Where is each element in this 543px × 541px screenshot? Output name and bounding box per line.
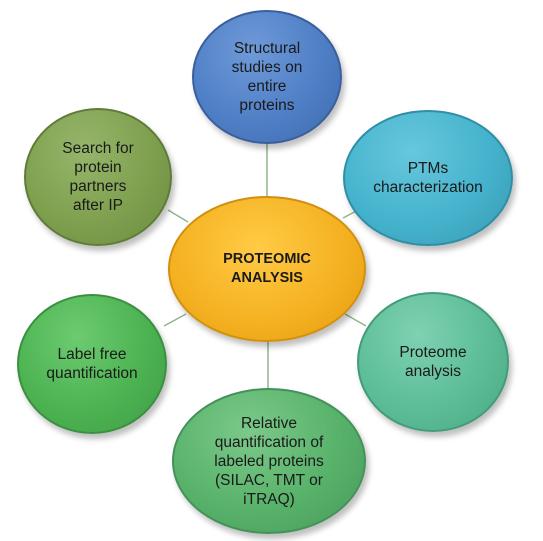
node-proteomic-analysis-label: PROTEOMIC ANALYSIS: [223, 251, 311, 286]
node-search-protein-partners: Search for protein partners after IP: [24, 108, 172, 246]
node-label-free-quantification-label: Label free quantification: [46, 346, 138, 382]
node-proteome-analysis-label: Proteome analysis: [399, 344, 467, 380]
connector-proteome: [344, 313, 367, 327]
node-ptms-characterization: PTMs characterization: [343, 110, 513, 246]
node-proteomic-analysis: PROTEOMIC ANALYSIS: [168, 196, 366, 342]
connector-label-free: [163, 313, 187, 327]
node-structural-studies: Structural studies on entire proteins: [192, 10, 342, 144]
node-relative-quantification: Relative quantification of labeled prote…: [172, 388, 366, 534]
node-structural-studies-label: Structural studies on entire proteins: [231, 40, 303, 114]
node-search-protein-partners-label: Search for protein partners after IP: [62, 140, 134, 214]
connector-search: [167, 209, 189, 223]
node-relative-quantification-label: Relative quantification of labeled prote…: [214, 414, 324, 508]
node-ptms-characterization-label: PTMs characterization: [373, 160, 483, 196]
node-proteome-analysis: Proteome analysis: [357, 292, 509, 432]
node-label-free-quantification: Label free quantification: [17, 294, 167, 434]
